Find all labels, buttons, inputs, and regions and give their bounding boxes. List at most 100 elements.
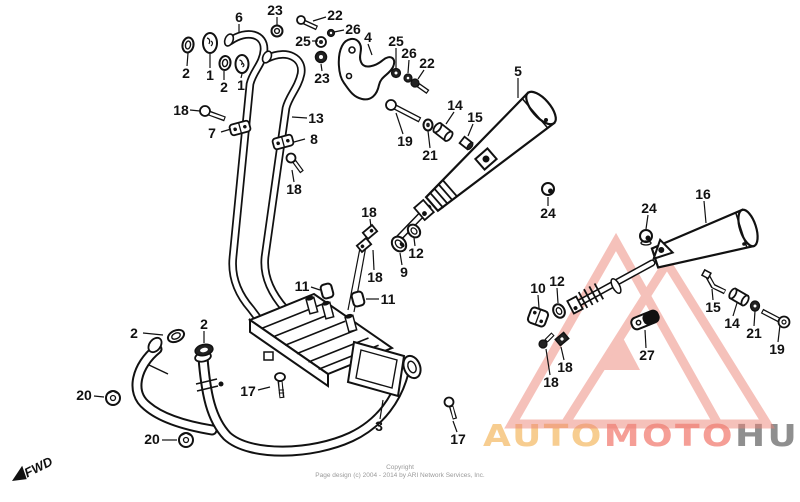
callout-label-11[interactable]: 11 — [295, 278, 310, 294]
callout-label-16[interactable]: 16 — [695, 186, 711, 202]
callout-leader-18 — [372, 249, 375, 271]
joint-nut-9 — [390, 235, 408, 253]
callout-label-12[interactable]: 12 — [408, 245, 424, 261]
muffler-16-hanger-bracket — [652, 237, 675, 261]
joint-collar-1a — [202, 32, 218, 54]
muffler-16-pipe-ring — [610, 277, 622, 295]
callout-leader-2 — [142, 332, 164, 336]
callout-label-17[interactable]: 17 — [450, 431, 466, 447]
cap-nut-20a-inner — [109, 394, 117, 402]
callout-label-26[interactable]: 26 — [401, 45, 417, 61]
callout-label-2[interactable]: 2 — [200, 316, 208, 332]
callout-label-17[interactable]: 17 — [240, 383, 256, 399]
front-pipe-left-opening — [147, 336, 163, 354]
callout-leader-7 — [220, 128, 232, 133]
callout-label-18[interactable]: 18 — [367, 269, 383, 285]
callout-leader-26 — [407, 59, 410, 74]
callout-label-22[interactable]: 22 — [419, 55, 435, 71]
callout-leader-10 — [537, 294, 540, 309]
callout-leader-22 — [312, 16, 327, 22]
callout-label-1[interactable]: 1 — [206, 67, 214, 83]
callout-label-19[interactable]: 19 — [769, 341, 785, 357]
muffler-5-inlet-fitting — [412, 198, 436, 222]
pipe-clamp-8 — [271, 133, 295, 151]
callout-leader-21 — [427, 130, 431, 149]
callout-label-24[interactable]: 24 — [641, 200, 657, 216]
callout-label-11[interactable]: 11 — [381, 291, 396, 307]
nut-24a-shade — [548, 188, 553, 194]
chamber-stud — [321, 300, 335, 320]
callout-label-18[interactable]: 18 — [543, 374, 559, 390]
callout-label-12[interactable]: 12 — [549, 273, 565, 289]
callout-label-8[interactable]: 8 — [310, 131, 318, 147]
bolt-19b-head — [777, 315, 791, 329]
callout-leader-15 — [711, 288, 714, 301]
nut-24b-shade — [645, 235, 651, 241]
callout-label-22[interactable]: 22 — [327, 7, 343, 23]
nut-23a-inner — [273, 27, 281, 35]
callout-label-26[interactable]: 26 — [345, 21, 361, 37]
callout-label-20[interactable]: 20 — [76, 387, 92, 403]
nut-24b — [639, 229, 653, 243]
callout-label-23[interactable]: 23 — [267, 2, 283, 18]
nut-24a — [541, 182, 555, 196]
small-parts — [105, 15, 791, 448]
washer-25a-inner — [319, 40, 323, 44]
callout-leader-17 — [257, 386, 271, 391]
callout-label-2[interactable]: 2 — [130, 325, 138, 341]
callout-label-20[interactable]: 20 — [144, 431, 160, 447]
callout-label-14[interactable]: 14 — [724, 315, 740, 331]
callout-label-14[interactable]: 14 — [447, 97, 463, 113]
muffler-5 — [394, 90, 557, 243]
callout-label-24[interactable]: 24 — [540, 205, 556, 221]
mount-rubber-11a — [319, 282, 335, 300]
watermark-triangle-small — [604, 336, 640, 370]
chamber-end-plate-inner — [355, 349, 398, 389]
callout-label-18[interactable]: 18 — [557, 359, 573, 375]
callout-label-18[interactable]: 18 — [286, 181, 302, 197]
callout-label-27[interactable]: 27 — [639, 347, 655, 363]
callout-label-5[interactable]: 5 — [514, 63, 522, 79]
callout-label-13[interactable]: 13 — [308, 110, 324, 126]
callout-label-6[interactable]: 6 — [235, 9, 243, 25]
joint-collar-1b — [234, 54, 250, 74]
callout-label-25[interactable]: 25 — [295, 33, 311, 49]
fwd-marker: FWD — [12, 453, 55, 481]
callout-label-25[interactable]: 25 — [388, 33, 404, 49]
callout-label-2[interactable]: 2 — [182, 65, 190, 81]
muffler-5-seam — [521, 97, 549, 129]
nut-23b-inner — [319, 55, 323, 59]
muffler-5-hanger-bracket — [473, 147, 499, 171]
pipe-joint-line — [148, 364, 169, 375]
callout-label-18[interactable]: 18 — [361, 204, 377, 220]
callout-label-19[interactable]: 19 — [397, 133, 413, 149]
pipe-13-opening — [261, 50, 273, 64]
callout-leader-3 — [379, 399, 384, 420]
callout-label-15[interactable]: 15 — [705, 299, 721, 315]
bolt-18e-shaft-inner — [545, 333, 554, 342]
callout-label-7[interactable]: 7 — [208, 125, 216, 141]
callout-label-21[interactable]: 21 — [746, 325, 762, 341]
bolt-22a-shaft-inner — [304, 21, 317, 29]
callout-leader-4 — [367, 43, 373, 56]
callout-leader-11 — [310, 286, 321, 291]
muffler-16-seam — [734, 211, 748, 249]
watermark-triangle-right — [556, 254, 776, 429]
callout-label-21[interactable]: 21 — [422, 147, 438, 163]
callout-label-15[interactable]: 15 — [467, 109, 483, 125]
lower-pipe-inner — [199, 354, 408, 455]
callout-label-1[interactable]: 1 — [237, 77, 245, 93]
hook-bolt-15b-head — [700, 268, 712, 280]
callout-leader-21 — [753, 310, 756, 327]
collar-15a — [458, 135, 474, 151]
callout-label-23[interactable]: 23 — [314, 70, 330, 86]
callout-label-3[interactable]: 3 — [375, 418, 383, 434]
callout-label-4[interactable]: 4 — [364, 29, 372, 45]
callout-label-10[interactable]: 10 — [530, 280, 546, 296]
callout-label-9[interactable]: 9 — [400, 264, 408, 280]
callout-label-18[interactable]: 18 — [173, 102, 189, 118]
callout-leader-12 — [413, 237, 416, 247]
callout-label-2[interactable]: 2 — [220, 79, 228, 95]
callout-leader-16 — [703, 200, 707, 224]
nut-24b-flange — [640, 240, 652, 246]
